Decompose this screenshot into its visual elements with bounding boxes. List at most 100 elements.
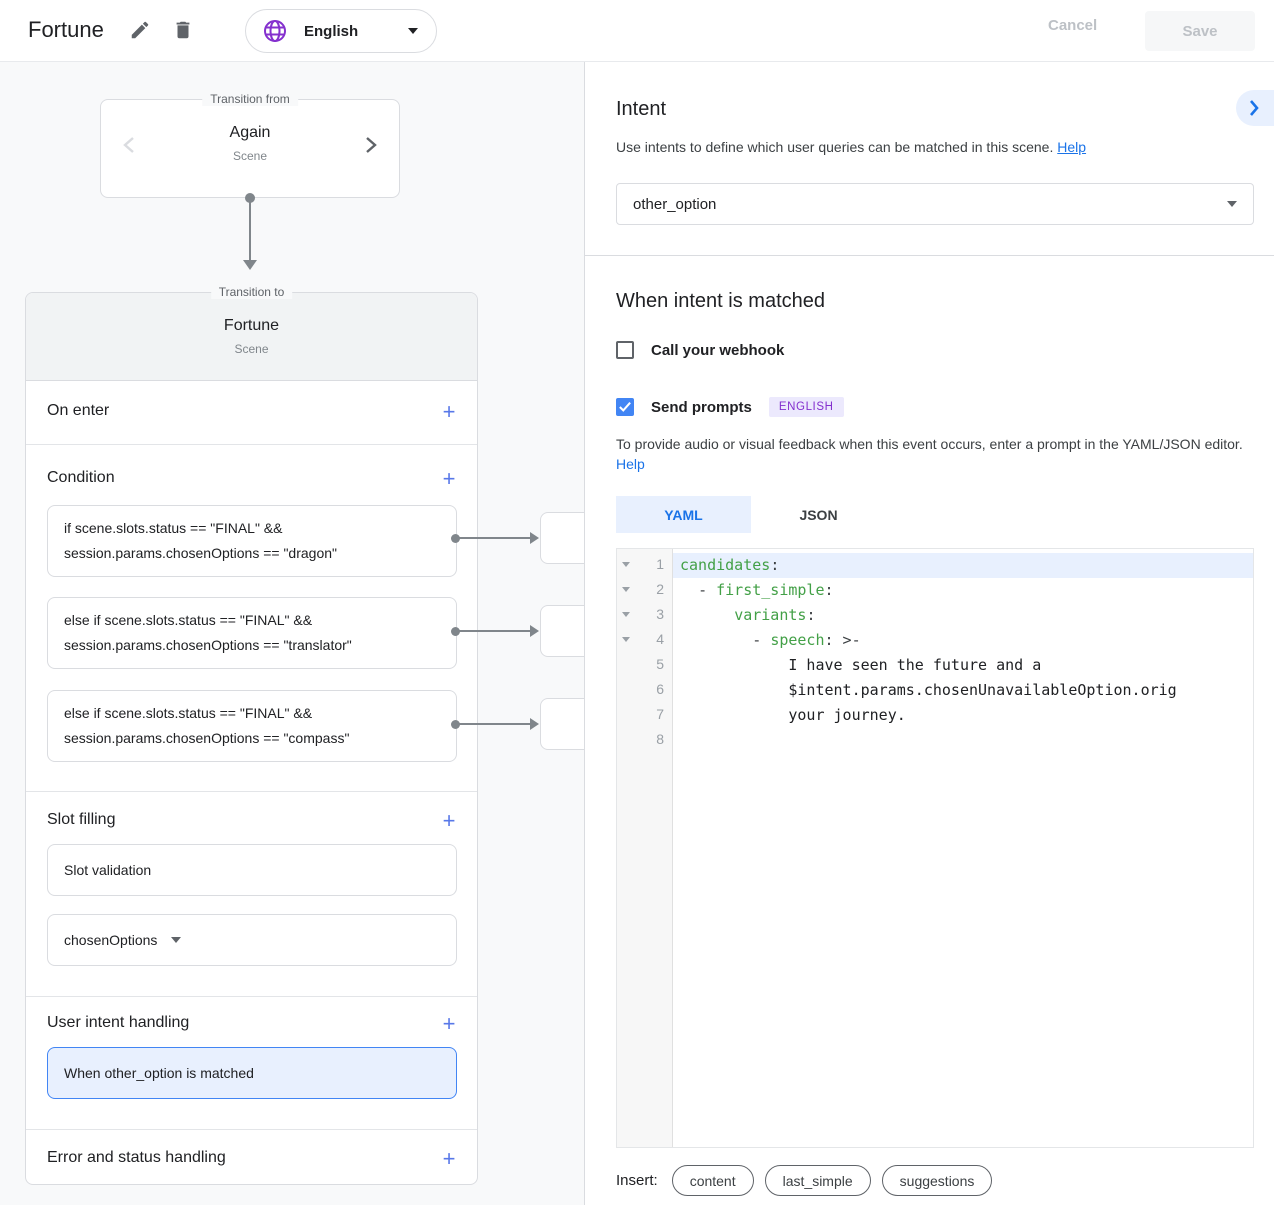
yaml-punct: : >- (824, 631, 861, 649)
to-scene-name: Fortune (223, 317, 280, 334)
user-intent-handling-label: User intent handling (47, 1014, 190, 1031)
condition-connector-dot (451, 720, 460, 729)
section-on-enter: On enter + (26, 381, 477, 444)
add-slot-button[interactable]: + (437, 809, 461, 833)
panel-divider (585, 255, 1274, 256)
condition-text: else if scene.slots.status == "FINAL" && (64, 705, 313, 721)
condition-target-box[interactable] (540, 512, 584, 564)
call-webhook-label: Call your webhook (651, 341, 785, 359)
gutter-row: 4 (617, 628, 672, 653)
chevron-down-icon (408, 28, 418, 34)
top-bar: Fortune English Cancel Save (0, 0, 1274, 62)
condition-box-compass[interactable]: else if scene.slots.status == "FINAL" &&… (47, 690, 457, 762)
transition-to-header: Transition to Fortune Scene (26, 285, 477, 381)
globe-icon (262, 18, 288, 44)
condition-arrow-right-icon (530, 532, 539, 544)
call-webhook-checkbox[interactable] (616, 341, 634, 359)
slot-param-box[interactable]: chosenOptions (47, 914, 457, 966)
fold-toggle-icon[interactable] (622, 612, 630, 617)
section-user-intent-handling: User intent handling + (26, 996, 477, 1047)
transition-to-legend: Transition to (210, 285, 293, 299)
fold-toggle-icon[interactable] (622, 637, 630, 642)
chevron-right-icon (365, 137, 377, 157)
condition-target-box[interactable] (540, 698, 584, 750)
code-line: candidates: (673, 553, 1253, 578)
help-link[interactable]: Help (1057, 139, 1087, 155)
gutter-row: 3 (617, 603, 672, 628)
section-divider (26, 791, 477, 792)
line-number: 7 (656, 706, 664, 722)
code-line (673, 728, 1253, 753)
insert-suggestions-chip[interactable]: suggestions (881, 1165, 993, 1196)
add-on-enter-button[interactable]: + (437, 400, 461, 424)
gutter-row: 5 (617, 653, 672, 678)
previous-scene-button[interactable] (119, 136, 139, 156)
fold-toggle-icon[interactable] (622, 562, 630, 567)
section-slot-filling: Slot filling + (26, 791, 477, 844)
insert-toolbar: Insert: content last_simple suggestions (616, 1165, 1003, 1196)
condition-box-dragon[interactable]: if scene.slots.status == "FINAL" && sess… (47, 505, 457, 577)
send-prompts-checkbox[interactable] (616, 398, 634, 416)
condition-arrow-right-icon (530, 625, 539, 637)
delete-scene-button[interactable] (170, 18, 196, 44)
language-selector[interactable]: English (245, 9, 437, 53)
save-button[interactable]: Save (1145, 11, 1255, 51)
yaml-editor[interactable]: 1 2 3 4 5 6 7 8 candidates: - first_simp… (616, 548, 1254, 1148)
insert-last-simple-chip[interactable]: last_simple (764, 1165, 871, 1196)
add-intent-handler-button[interactable]: + (437, 1012, 461, 1036)
chevron-down-icon (171, 937, 182, 943)
intent-select[interactable]: other_option (616, 183, 1254, 225)
transition-connector-dot (245, 193, 255, 203)
yaml-key: candidates (680, 556, 771, 574)
edit-title-button[interactable] (127, 18, 153, 44)
intent-select-value: other_option (633, 195, 717, 213)
yaml-text: I have seen the future and a (680, 656, 1042, 674)
yaml-key: variants (734, 606, 807, 624)
line-number: 2 (656, 581, 664, 597)
pencil-icon (129, 21, 151, 44)
transition-from-card[interactable]: Transition from Again Scene (100, 92, 400, 198)
intent-handler-box-selected[interactable]: When other_option is matched (47, 1047, 457, 1099)
yaml-text: your journey. (680, 706, 906, 724)
fold-toggle-icon[interactable] (622, 587, 630, 592)
page-title: Fortune (28, 17, 104, 42)
webhook-row: Call your webhook (616, 341, 784, 359)
slot-validation-label: Slot validation (64, 862, 152, 878)
error-handling-label: Error and status handling (47, 1149, 226, 1166)
editor-tabs: YAML JSON (616, 496, 886, 533)
add-condition-button[interactable]: + (437, 467, 461, 491)
editor-hint: To provide audio or visual feedback when… (616, 434, 1256, 474)
line-number: 8 (656, 731, 664, 747)
condition-box-translator[interactable]: else if scene.slots.status == "FINAL" &&… (47, 597, 457, 669)
yaml-indent (680, 631, 752, 649)
trash-icon (172, 21, 194, 44)
insert-label: Insert: (616, 1172, 658, 1189)
code-line: variants: (673, 603, 1253, 628)
gutter-row: 7 (617, 703, 672, 728)
collapse-panel-button[interactable] (1236, 90, 1274, 126)
next-scene-button[interactable] (361, 136, 381, 156)
cancel-button[interactable]: Cancel (1048, 17, 1098, 34)
condition-target-box[interactable] (540, 605, 584, 657)
code-line: your journey. (673, 703, 1253, 728)
to-scene-type: Scene (234, 342, 269, 356)
intent-description: Use intents to define which user queries… (616, 139, 1086, 155)
yaml-indent (680, 606, 734, 624)
insert-content-chip[interactable]: content (671, 1165, 754, 1196)
code-line: - first_simple: (673, 578, 1253, 603)
gutter-row: 1 (617, 553, 672, 578)
language-label: English (304, 22, 359, 40)
code-line: - speech: >- (673, 628, 1253, 653)
hint-help-link[interactable]: Help (616, 456, 645, 472)
editor-code-area[interactable]: candidates: - first_simple: variants: - … (673, 549, 1253, 1147)
when-intent-matched-heading: When intent is matched (616, 290, 825, 312)
section-divider (26, 444, 477, 445)
slot-validation-box[interactable]: Slot validation (47, 844, 457, 896)
send-prompts-row: Send prompts ENGLISH (616, 397, 844, 417)
add-error-handler-button[interactable]: + (437, 1147, 461, 1171)
line-number: 4 (656, 631, 664, 647)
tab-yaml[interactable]: YAML (616, 496, 751, 533)
tab-json[interactable]: JSON (751, 496, 886, 533)
line-number: 6 (656, 681, 664, 697)
check-icon (619, 402, 631, 412)
